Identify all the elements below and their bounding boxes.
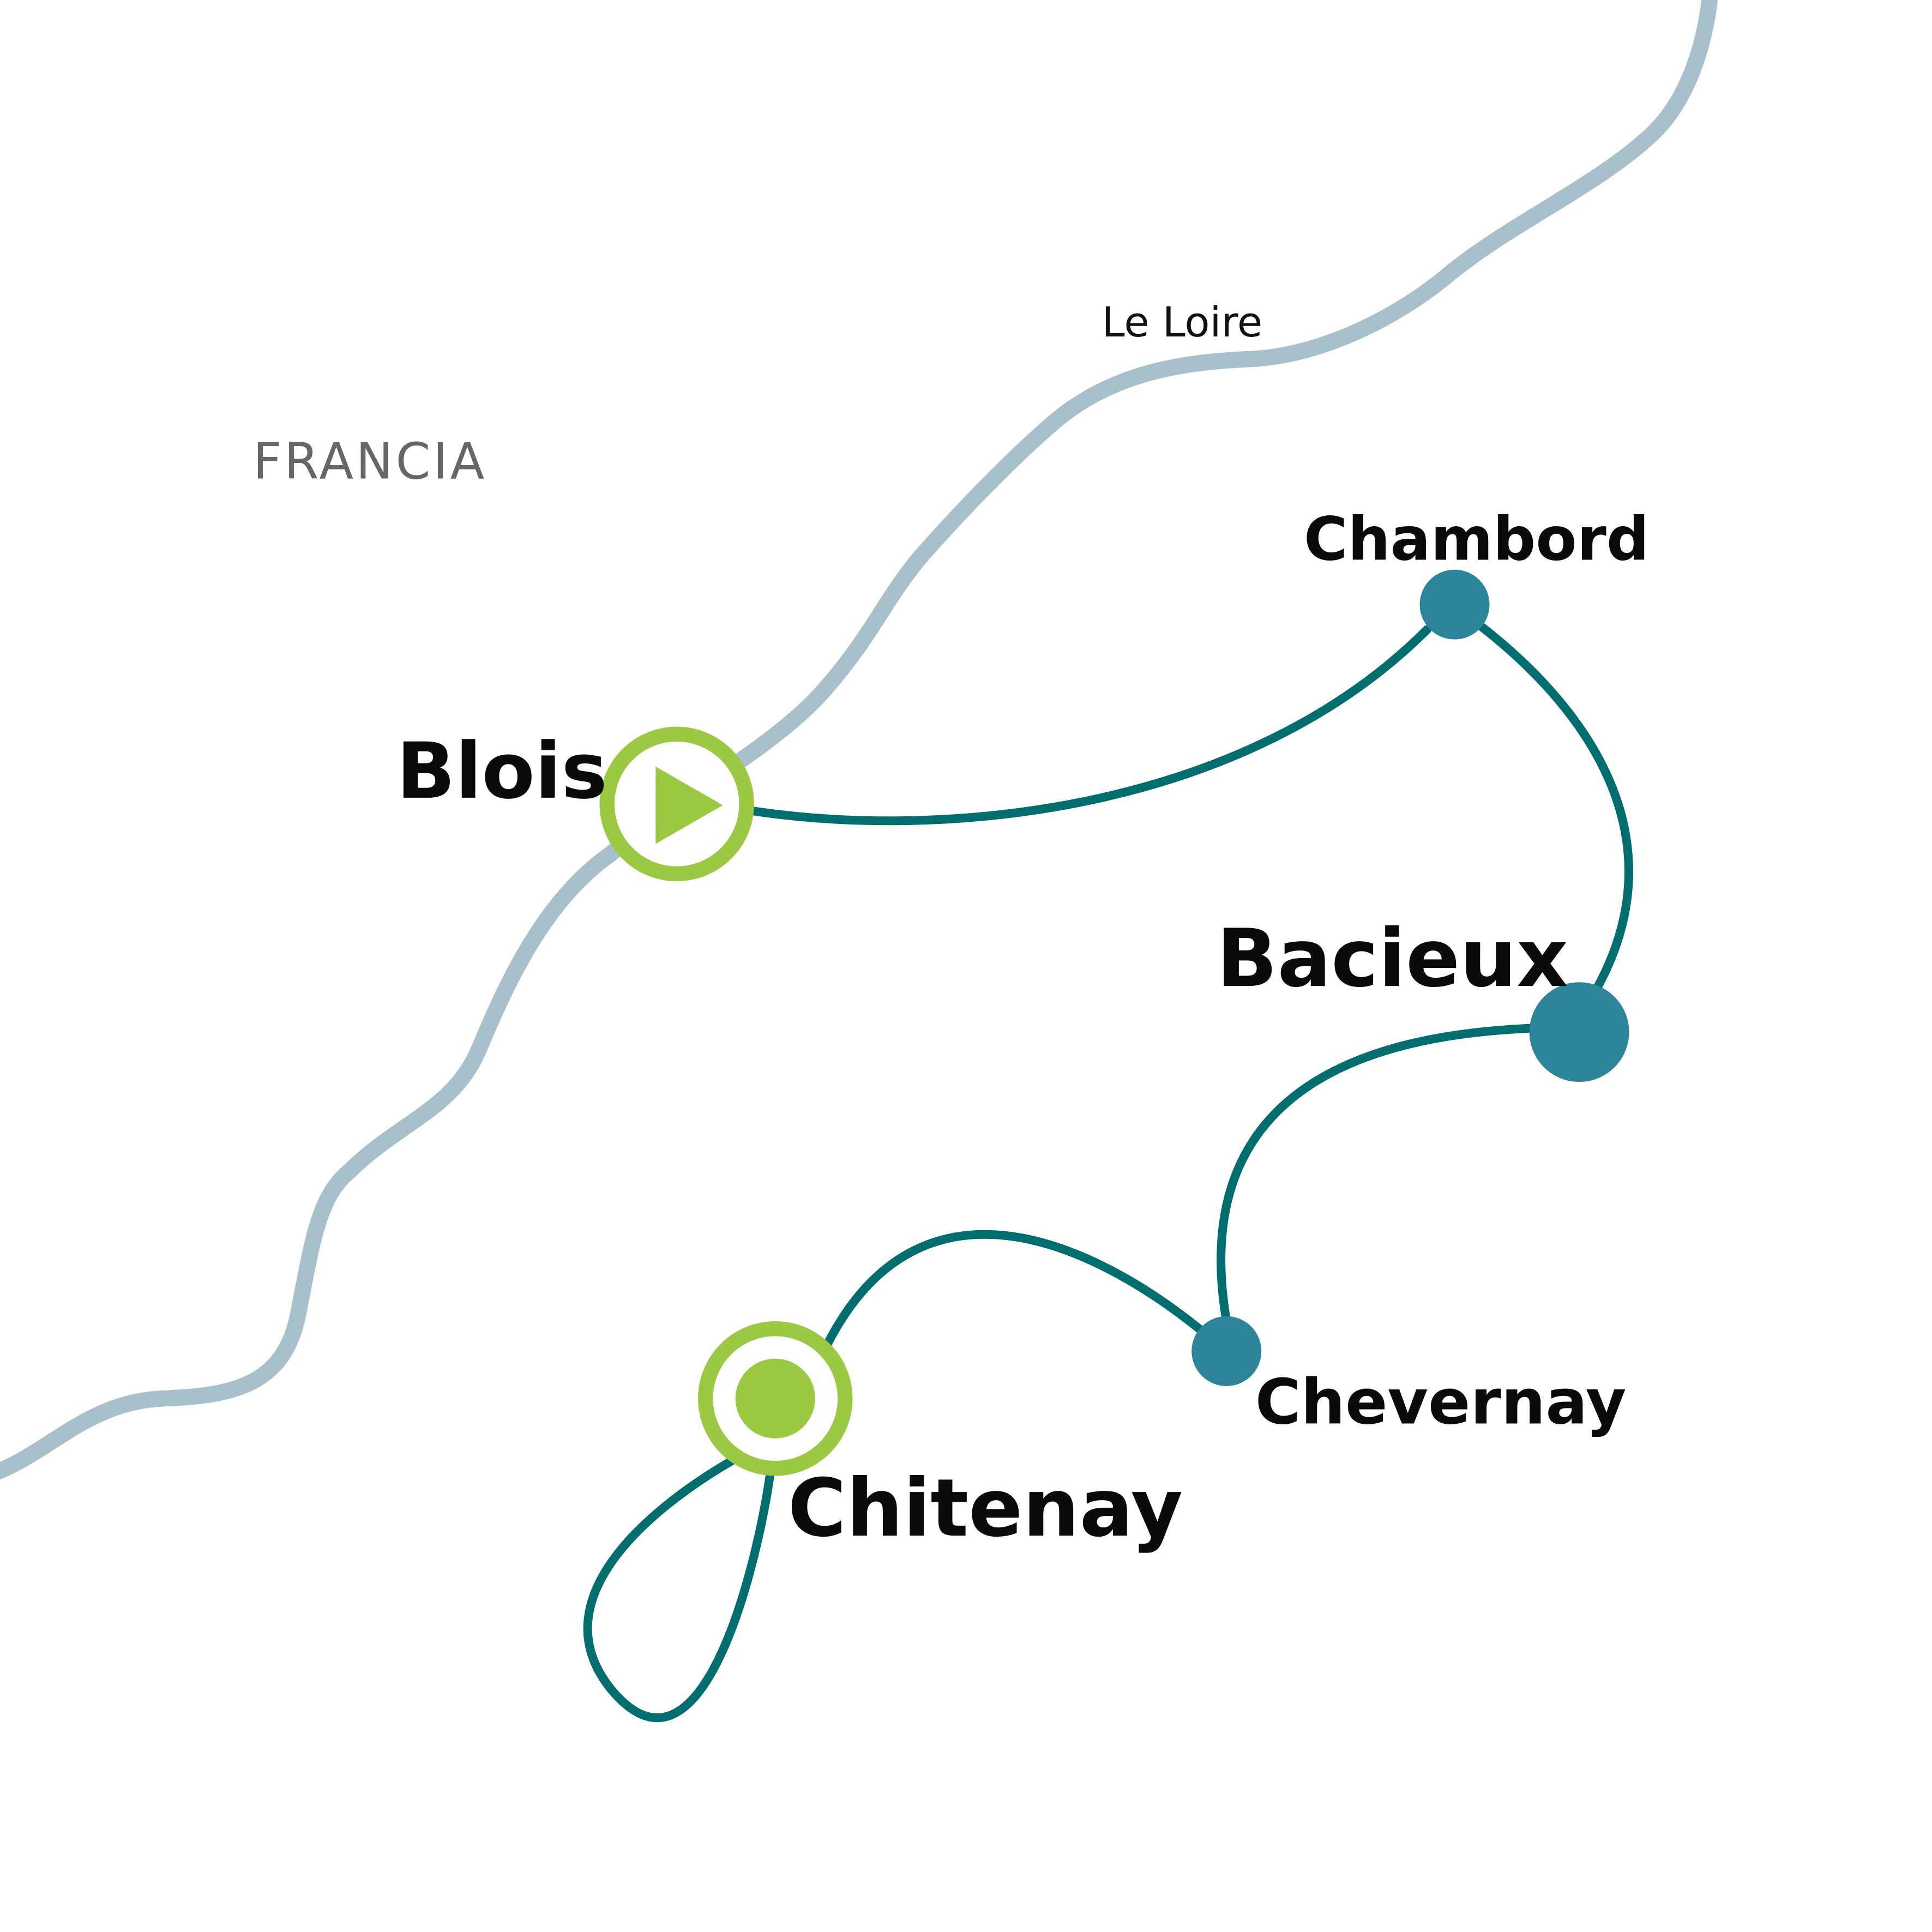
route-bacieux-chevernay bbox=[1217, 1024, 1534, 1326]
stop-dot-icon[interactable] bbox=[1529, 982, 1629, 1082]
place-label-blois: Blois bbox=[396, 726, 607, 816]
stop-dot-icon[interactable] bbox=[1419, 569, 1490, 640]
place-chambord[interactable]: Chambord bbox=[1304, 504, 1649, 640]
route-blois-chambord bbox=[743, 625, 1432, 826]
route-lines bbox=[583, 618, 1633, 1723]
end-dot-icon bbox=[735, 1358, 815, 1439]
place-bacieux[interactable]: Bacieux bbox=[1217, 912, 1629, 1082]
route-chevernay-chitenay bbox=[823, 1230, 1203, 1349]
place-chitenay[interactable]: Chitenay bbox=[698, 1321, 1183, 1555]
place-chevernay[interactable]: Chevernay bbox=[1191, 1316, 1626, 1439]
place-blois[interactable]: Blois bbox=[396, 726, 754, 882]
stop-dot-icon[interactable] bbox=[1191, 1316, 1262, 1386]
place-label-bacieux: Bacieux bbox=[1217, 912, 1568, 1005]
river-label: Le Loire bbox=[1102, 298, 1263, 346]
route-chitenay-loop bbox=[583, 1456, 775, 1723]
loire-river bbox=[0, 0, 1718, 1480]
play-icon bbox=[655, 766, 723, 844]
region-label: FRANCIA bbox=[253, 432, 487, 491]
route-chambord-bacieux bbox=[1472, 618, 1633, 996]
place-label-chitenay: Chitenay bbox=[788, 1461, 1183, 1555]
place-label-chambord: Chambord bbox=[1304, 504, 1649, 574]
place-label-chevernay: Chevernay bbox=[1255, 1365, 1627, 1438]
